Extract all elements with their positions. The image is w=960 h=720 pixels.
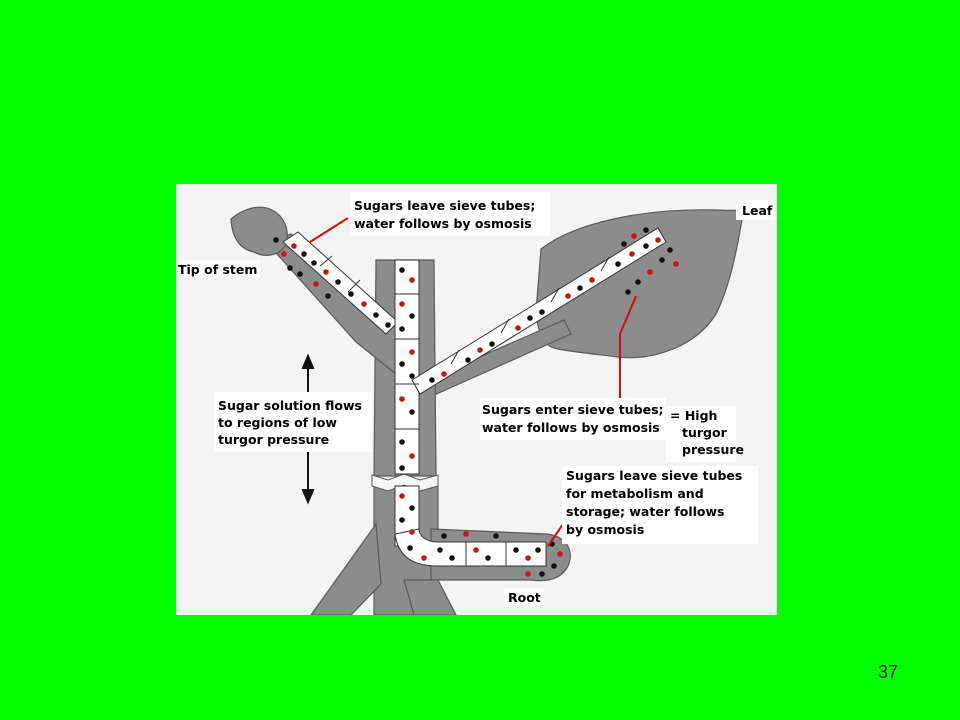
label-tip-of-stem: Tip of stem <box>178 262 257 277</box>
label-flow-2: to regions of low <box>218 415 337 430</box>
sieve-plates <box>319 255 610 566</box>
label-root-sink-1: Sugars leave sieve tubes <box>566 468 742 483</box>
pointer-source-tip <box>619 295 637 335</box>
slide-number: 37 <box>878 662 899 682</box>
label-backgrounds <box>176 192 777 606</box>
label-source-2: water follows by osmosis <box>482 420 660 435</box>
label-source-1: Sugars enter sieve tubes; <box>482 402 664 417</box>
stem-break <box>371 473 439 492</box>
root-branch-down <box>403 579 457 615</box>
sieve-tube-root <box>394 528 547 567</box>
label-high-1: = High <box>670 408 717 423</box>
label-leaf: Leaf <box>742 203 773 218</box>
particles <box>273 227 679 577</box>
labels: Sugars leave sieve tubes; water follows … <box>178 198 773 605</box>
label-flow-3: turgor pressure <box>218 432 329 447</box>
label-high-3: pressure <box>682 442 744 457</box>
sieve-tube-main-upper <box>394 259 420 475</box>
label-root-sink-2: for metabolism and <box>566 486 704 501</box>
label-sink-top-2: water follows by osmosis <box>354 216 532 231</box>
label-root-sink-4: by osmosis <box>566 522 644 537</box>
label-root-sink-3: storage; water follows <box>566 504 725 519</box>
phloem-transport-diagram: Sugars leave sieve tubes; water follows … <box>176 184 777 615</box>
pointer-top-sink <box>309 217 349 243</box>
sieve-tube-leaf <box>411 227 667 395</box>
label-root: Root <box>508 590 541 605</box>
label-sink-top-1: Sugars leave sieve tubes; <box>354 198 535 213</box>
label-flow-1: Sugar solution flows <box>218 398 362 413</box>
label-high-2: turgor <box>682 425 728 440</box>
lower-branch-left <box>310 522 382 615</box>
